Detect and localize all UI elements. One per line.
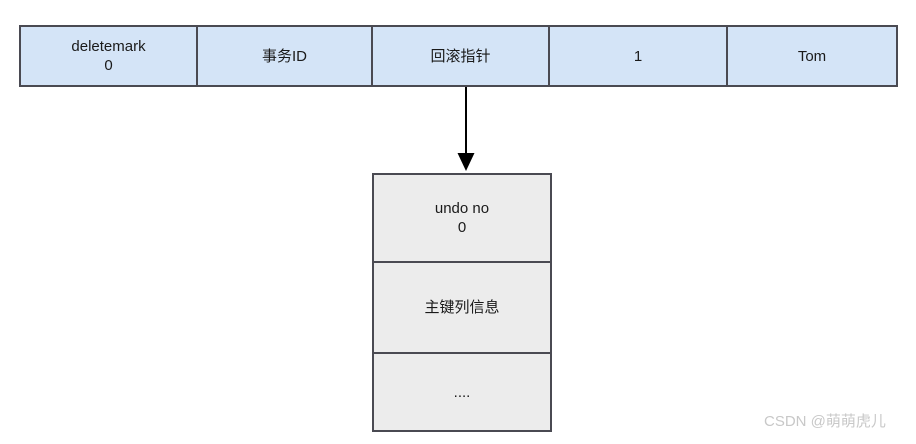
undo-segment-ellipsis-label: .... bbox=[453, 383, 471, 401]
undo-segment-primary-key-label: 主键列信息 bbox=[424, 299, 500, 316]
record-cell-roll-pointer: 回滚指针 bbox=[373, 27, 550, 85]
watermark: CSDN @萌萌虎儿 bbox=[764, 413, 886, 430]
undo-segment-undo-no: undo no 0 bbox=[374, 175, 550, 263]
undo-segment-primary-key: 主键列信息 bbox=[374, 263, 550, 354]
undo-segment-undo-no-line2: 0 bbox=[457, 219, 467, 236]
record-cell-col-name: Tom bbox=[728, 27, 896, 85]
record-cell-trx-id: 事务ID bbox=[198, 27, 373, 85]
data-record-row: deletemark 0 事务ID 回滚指针 1 Tom bbox=[19, 25, 898, 87]
record-cell-col-id-value: 1 bbox=[633, 47, 643, 65]
record-cell-deletemark: deletemark 0 bbox=[21, 27, 198, 85]
record-cell-col-id: 1 bbox=[550, 27, 728, 85]
record-cell-trx-id-label: 事务ID bbox=[261, 47, 307, 65]
record-cell-deletemark-line2: 0 bbox=[104, 57, 113, 74]
record-cell-roll-pointer-label: 回滚指针 bbox=[430, 47, 491, 65]
record-cell-deletemark-line1: deletemark bbox=[71, 38, 146, 55]
record-cell-col-name-value: Tom bbox=[797, 47, 827, 65]
undo-log-record: undo no 0 主键列信息 .... bbox=[372, 173, 552, 432]
undo-segment-ellipsis: .... bbox=[374, 354, 550, 430]
undo-segment-undo-no-line1: undo no bbox=[434, 200, 490, 217]
arrow-down-icon bbox=[457, 87, 475, 171]
